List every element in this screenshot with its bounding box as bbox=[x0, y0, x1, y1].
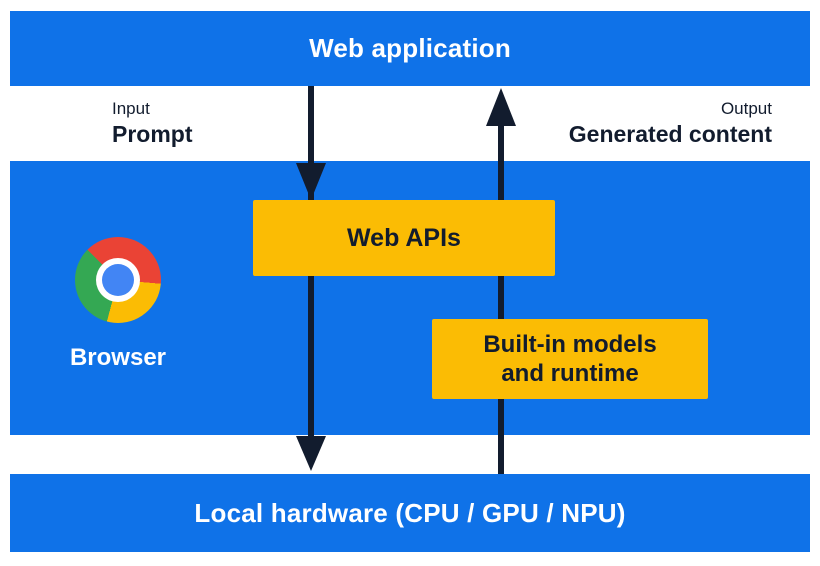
output-label-group: Output Generated content bbox=[569, 96, 772, 148]
input-value: Prompt bbox=[112, 121, 193, 147]
local-hardware-label: Local hardware (CPU / GPU / NPU) bbox=[194, 497, 626, 528]
web-apis-box: Web APIs bbox=[253, 200, 555, 276]
chrome-icon-center bbox=[102, 264, 134, 296]
builtin-models-label-line1: Built-in models bbox=[483, 331, 657, 358]
chrome-icon bbox=[75, 237, 161, 323]
web-application-label: Web application bbox=[309, 33, 511, 63]
builtin-models-label-line2: and runtime bbox=[501, 360, 639, 387]
input-caption: Input bbox=[112, 99, 150, 118]
output-value: Generated content bbox=[568, 121, 772, 147]
browser-label: Browser bbox=[69, 344, 167, 371]
web-application-bar: Web application bbox=[10, 11, 810, 86]
output-caption: Output bbox=[720, 99, 772, 118]
local-hardware-bar: Local hardware (CPU / GPU / NPU) bbox=[10, 474, 810, 552]
input-label-group: Input Prompt bbox=[112, 96, 193, 148]
web-apis-label: Web APIs bbox=[347, 223, 461, 252]
chrome-icon-ring bbox=[96, 258, 140, 302]
builtin-models-box: Built-in models and runtime bbox=[432, 319, 708, 399]
